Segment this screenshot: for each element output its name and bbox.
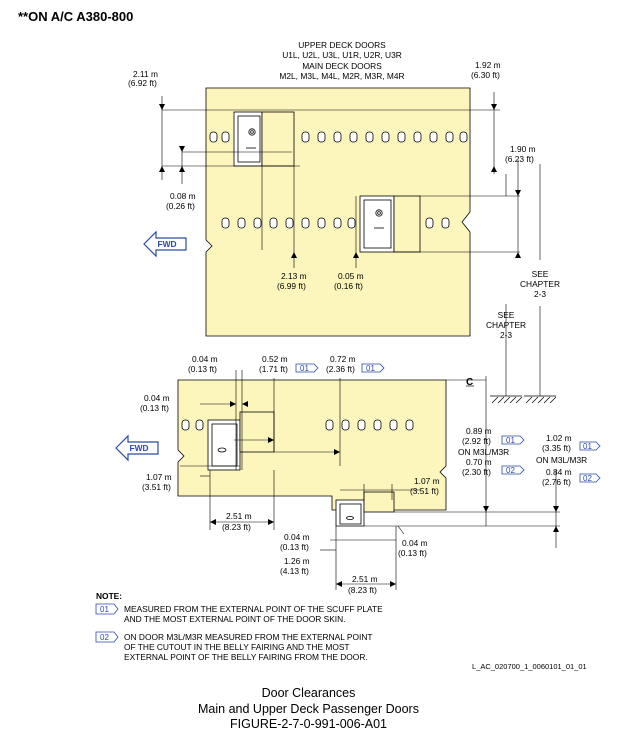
note-02-line-2: OF THE CUTOUT IN THE BELLY FAIRING AND T… bbox=[124, 642, 350, 652]
top-dimension-arrows bbox=[159, 104, 521, 258]
note-tag-02-label: 02 bbox=[100, 633, 109, 642]
dim-1-07-right-m: 1.07 m bbox=[414, 476, 440, 486]
dim-0-05-ft: (0.16 ft) bbox=[334, 281, 363, 291]
dim-0-08-ft: (0.26 ft) bbox=[166, 201, 195, 211]
caption-line-3: FIGURE-2-7-0-991-006-A01 bbox=[229, 717, 387, 731]
top-dimension-lines bbox=[161, 92, 541, 396]
note-tag-01: 01 bbox=[95, 603, 119, 615]
dim-2-51-top-ft: (8.23 ft) bbox=[222, 522, 251, 532]
see-chapter-right-2: CHAPTER bbox=[520, 279, 560, 289]
bottom-door bbox=[207, 411, 275, 471]
dim-0-70-m: 0.70 m bbox=[466, 457, 492, 467]
dim-1-92-ft: (6.30 ft) bbox=[471, 70, 500, 80]
dim-1-07-left-ft: (3.51 ft) bbox=[142, 482, 171, 492]
dim-0-84-ft: (2.76 ft) bbox=[542, 477, 571, 487]
tag-02-a-label: 02 bbox=[506, 466, 515, 475]
note-tag-01-label: 01 bbox=[100, 605, 109, 614]
dim-1-02-ft: (3.35 ft) bbox=[542, 443, 571, 453]
dim-1-07-left-m: 1.07 m bbox=[146, 472, 172, 482]
lower-door bbox=[359, 195, 421, 253]
tag-01-c: 01 bbox=[501, 435, 525, 445]
dim-1-07-right-ft: (3.51 ft) bbox=[410, 486, 439, 496]
door-label-line-3: MAIN DECK DOORS bbox=[302, 61, 382, 71]
dim-0-04-low-right-ft: (0.13 ft) bbox=[398, 548, 427, 558]
dim-1-90-m: 1.90 m bbox=[510, 144, 536, 154]
tag-01-b-label: 01 bbox=[366, 364, 375, 373]
note-heading: NOTE: bbox=[96, 591, 122, 601]
dim-0-04-top-m: 0.04 m bbox=[192, 354, 218, 364]
dim-0-08-m: 0.08 m bbox=[170, 191, 196, 201]
dim-0-84-m: 0.84 m bbox=[546, 467, 572, 477]
dim-1-90-ft: (6.23 ft) bbox=[505, 154, 534, 164]
fwd-arrow-bottom: FWD bbox=[115, 434, 159, 462]
dim-2-51-top-m: 2.51 m bbox=[226, 511, 252, 521]
caption-line-2: Main and Upper Deck Passenger Doors bbox=[198, 702, 419, 716]
dim-0-04-low-right-m: 0.04 m bbox=[402, 538, 428, 548]
door-label-line-1: UPPER DECK DOORS bbox=[298, 40, 386, 50]
see-chapter-right-3: 2-3 bbox=[534, 289, 546, 299]
dim-2-13-ft: (6.99 ft) bbox=[277, 281, 306, 291]
note-01-line-2: AND THE MOST EXTERNAL POINT OF THE DOOR … bbox=[124, 614, 346, 624]
fwd-arrow-top: FWD bbox=[143, 230, 187, 258]
dim-1-02-m: 1.02 m bbox=[546, 433, 572, 443]
tag-01-a-label: 01 bbox=[300, 364, 309, 373]
dim-0-52-ft: (1.71 ft) bbox=[259, 364, 288, 374]
tag-01-a: 01 bbox=[295, 363, 319, 373]
bottom-window-row bbox=[181, 419, 414, 431]
dim-0-04-top-ft: (0.13 ft) bbox=[188, 364, 217, 374]
dim-1-26-m: 1.26 m bbox=[284, 556, 310, 566]
fwd-label-bottom: FWD bbox=[129, 443, 148, 453]
door-label-line-2: U1L, U2L, U3L, U1R, U2R, U3R bbox=[282, 50, 402, 60]
dim-0-89-ft: (2.92 ft) bbox=[462, 436, 491, 446]
dim-0-72-m: 0.72 m bbox=[330, 354, 356, 364]
lower-window-row bbox=[221, 217, 450, 229]
see-chapter-right-1: SEE bbox=[532, 269, 549, 279]
tag-02-a: 02 bbox=[501, 465, 525, 475]
dim-0-04-left-ft: (0.13 ft) bbox=[140, 403, 169, 413]
tag-01-d-label: 01 bbox=[583, 442, 592, 451]
dim-0-70-ft: (2.30 ft) bbox=[462, 467, 491, 477]
upper-window-row bbox=[209, 131, 468, 143]
tag-02-b-label: 02 bbox=[583, 474, 592, 483]
dim-1-26-ft: (4.13 ft) bbox=[280, 566, 309, 576]
dim-0-04-left-m: 0.04 m bbox=[144, 393, 170, 403]
dim-2-51-bottom-m: 2.51 m bbox=[352, 574, 378, 584]
dim-2-11-m: 2.11 m bbox=[133, 69, 158, 79]
dim-0-05-m: 0.05 m bbox=[338, 271, 364, 281]
dim-2-51-bottom-ft: (8.23 ft) bbox=[348, 585, 377, 595]
tag-02-b: 02 bbox=[579, 473, 601, 483]
see-chapter-left-1: SEE bbox=[498, 310, 515, 320]
dim-0-04-low-left-m: 0.04 m bbox=[284, 532, 310, 542]
tag-01-b: 01 bbox=[361, 363, 385, 373]
dim-0-89-m: 0.89 m bbox=[466, 426, 492, 436]
dim-2-11-ft: (6.92 ft) bbox=[128, 78, 157, 88]
figure-reference: L_AC_020700_1_0060101_01_01 bbox=[472, 662, 587, 671]
dim-0-04-low-left-ft: (0.13 ft) bbox=[280, 542, 309, 552]
belly-door bbox=[335, 491, 395, 527]
note-01-line-1: MEASURED FROM THE EXTERNAL POINT OF THE … bbox=[124, 604, 383, 614]
door-label-line-4: M2L, M3L, M4L, M2R, M3R, M4R bbox=[279, 71, 404, 81]
page-title: **ON A/C A380-800 bbox=[18, 9, 134, 24]
bottom-dimension-arrows bbox=[210, 401, 559, 587]
bottom-dimension-lines bbox=[180, 370, 560, 590]
caption-line-1: Door Clearances bbox=[261, 686, 356, 700]
note-tag-02: 02 bbox=[95, 631, 119, 643]
note-02-line-1: ON DOOR M3L/M3R MEASURED FROM THE EXTERN… bbox=[124, 632, 373, 642]
ground-hatch bbox=[490, 395, 557, 404]
centerline-symbol: C bbox=[466, 377, 473, 388]
dim-0-52-m: 0.52 m bbox=[262, 354, 288, 364]
note-02-line-3: EXTERNAL POINT OF THE BELLY FAIRING FROM… bbox=[124, 652, 368, 662]
see-chapter-left-2: CHAPTER bbox=[486, 320, 526, 330]
dim-2-13-m: 2.13 m bbox=[281, 271, 307, 281]
on-m3l-label-right: ON M3L/M3R bbox=[536, 455, 587, 465]
dim-0-72-ft: (2.36 ft) bbox=[326, 364, 355, 374]
upper-door bbox=[233, 111, 295, 167]
see-chapter-left-3: 2-3 bbox=[500, 330, 512, 340]
tag-01-c-label: 01 bbox=[506, 436, 515, 445]
dim-1-92-m: 1.92 m bbox=[475, 60, 501, 70]
on-m3l-label-left: ON M3L/M3R bbox=[458, 447, 509, 457]
tag-01-d: 01 bbox=[579, 441, 601, 451]
fwd-label-top: FWD bbox=[157, 239, 176, 249]
